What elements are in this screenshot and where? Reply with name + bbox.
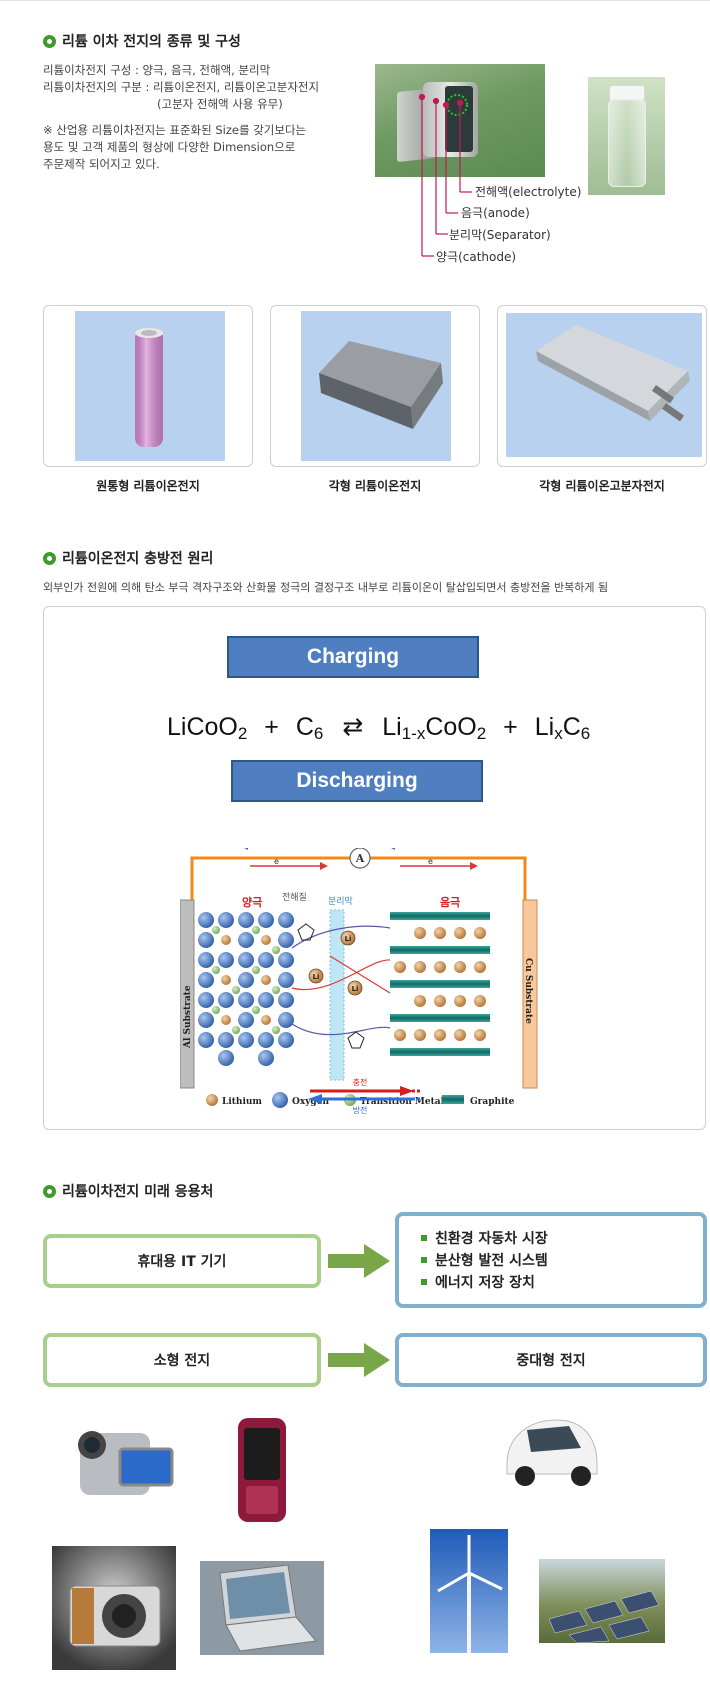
cathode-label: 양극: [242, 895, 262, 909]
battery-caption-prismatic: 각형 리튬이온전지: [328, 479, 422, 493]
electron-label: e: [428, 857, 433, 866]
charge-discharge-arrows: 충전 방전: [308, 1077, 420, 1115]
cylindrical-battery-icon: [75, 311, 225, 461]
electrolyte-label: 전해질: [282, 891, 307, 903]
large-battery-box: 중대형 전지: [395, 1333, 707, 1387]
svg-text:Graphite: Graphite: [470, 1097, 515, 1107]
arrow-right-icon: [328, 1244, 390, 1278]
li-ion-cell-diagram: A e e e e Al Substrate Cu Substrate 양극 음…: [180, 848, 538, 1108]
label-anode: 음극(anode): [461, 206, 530, 220]
svg-text:Oxygen: Oxygen: [292, 1097, 329, 1107]
label-separator: 분리막(Separator): [449, 228, 551, 242]
list-item: 분산형 발전 시스템: [421, 1250, 703, 1272]
label-cathode: 양극(cathode): [436, 250, 517, 264]
discharging-label-box: Discharging: [231, 760, 483, 802]
li-ion-label: Li: [352, 985, 359, 993]
svg-text:Transition Metal: Transition Metal: [360, 1097, 445, 1107]
electric-car-icon: [497, 1408, 607, 1492]
separator-label: 분리막: [328, 896, 353, 907]
list-item: 친환경 자동차 시장: [421, 1228, 703, 1250]
mobile-phone-icon: [232, 1414, 292, 1526]
section-title-principle: 리튬이온전지 충방전 원리: [43, 548, 213, 568]
classification-note: (고분자 전해액 사용 유무): [157, 97, 283, 111]
note-line-3: 주문제작 되어지고 있다.: [43, 157, 160, 171]
discharge-label: 방전: [353, 1105, 368, 1115]
small-battery-box: 소형 전지: [43, 1333, 321, 1387]
li-ion-label: Li: [313, 973, 320, 981]
pouch-battery-icon: [506, 313, 702, 457]
battery-box-cylindrical: [43, 305, 253, 467]
classification-line: 리튬이차전지의 구분 : 리튬이온전지, 리튬이온고분자전지: [43, 80, 320, 94]
battery-box-pouch: [497, 305, 707, 467]
section-title-applications: 리튬이차전지 미래 응용처: [43, 1181, 213, 1201]
equilibrium-arrow-icon: ⇄: [342, 713, 364, 741]
li-ion-label: Li: [345, 935, 352, 943]
electrolyte-vial-photo: [588, 77, 665, 195]
reaction-formula: LiCoO2 + C6 ⇄ Li1-xCoO2 + LixC6: [167, 713, 591, 743]
migrating-li-ions: Li Li Li: [291, 925, 391, 1036]
list-item: 에너지 저장 장치: [421, 1272, 703, 1294]
future-applications-box: 친환경 자동차 시장 분산형 발전 시스템 에너지 저장 장치: [395, 1212, 707, 1308]
digital-camera-icon: [52, 1546, 176, 1670]
ammeter-label: A: [355, 852, 365, 865]
battery-box-prismatic: [270, 305, 480, 467]
component-leader-lines: [418, 93, 472, 257]
camcorder-icon: [72, 1415, 178, 1511]
al-substrate-label: Al Substrate: [183, 985, 193, 1049]
solar-panel-icon: [539, 1559, 665, 1643]
principle-description: 외부인가 전원에 의해 탄소 부극 격자구조와 산화물 정극의 결정구조 내부로…: [43, 581, 609, 594]
solvent-molecule-icon: [297, 923, 365, 1049]
note-line-2: 용도 및 고객 제품의 형상에 다양한 Dimension으로: [43, 140, 296, 154]
wind-turbine-icon: [430, 1529, 508, 1653]
note-line-1: ※ 산업용 리튬이차전지는 표준화된 Size를 갖기보다는: [43, 123, 307, 137]
charge-label: 충전: [353, 1077, 368, 1087]
anode-graphite: [390, 912, 490, 1056]
prismatic-battery-icon: [301, 311, 451, 461]
diagram-legend: Lithium Oxygen Transition Metal Graphite: [206, 1092, 515, 1108]
label-electrolyte: 전해액(electrolyte): [475, 185, 582, 199]
bullet-icon: [43, 1184, 56, 1198]
anode-label: 음극: [440, 896, 460, 909]
cu-substrate-label: Cu Substrate: [523, 958, 533, 1024]
applications-list: 친환경 자동차 시장 분산형 발전 시스템 에너지 저장 장치: [399, 1216, 703, 1294]
laptop-icon: [200, 1561, 324, 1655]
cathode-lattice: [198, 912, 294, 1066]
arrow-right-icon: [328, 1343, 390, 1377]
section-title-types: 리튬 이차 전지의 종류 및 구성: [43, 31, 241, 51]
charging-label-box: Charging: [227, 636, 479, 678]
bullet-icon: [43, 551, 56, 565]
composition-line: 리튬이차전지 구성 : 양극, 음극, 전해액, 분리막: [43, 63, 271, 77]
bullet-icon: [43, 34, 56, 48]
charge-discharge-panel: [43, 606, 706, 1130]
top-divider: [0, 0, 710, 1]
portable-it-box: 휴대용 IT 기기: [43, 1234, 321, 1288]
battery-caption-pouch: 각형 리튬이온고분자전지: [539, 479, 665, 493]
svg-text:Lithium: Lithium: [222, 1097, 262, 1107]
electron-label: e: [274, 857, 279, 866]
battery-caption-cylindrical: 원통형 리튬이온전지: [96, 479, 200, 493]
